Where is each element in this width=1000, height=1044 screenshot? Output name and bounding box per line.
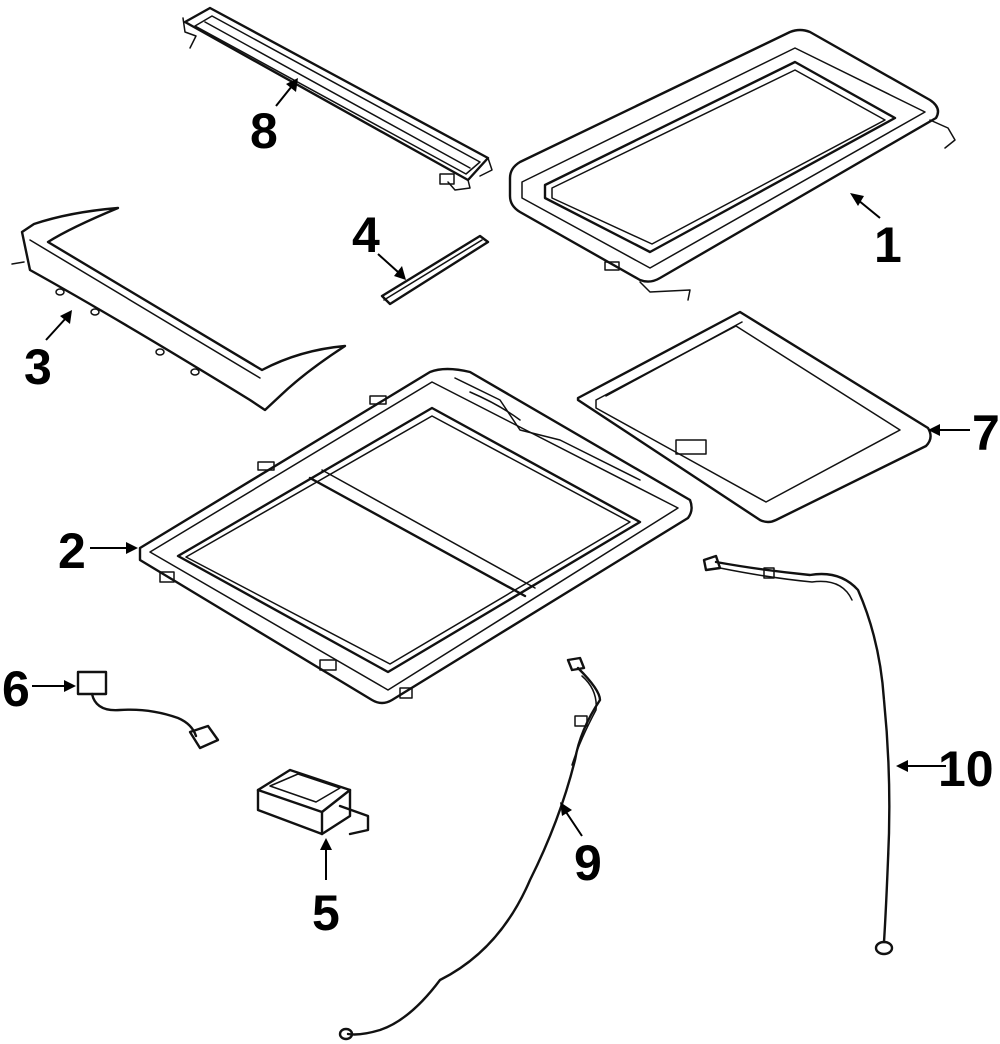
callout-4: 4 [352,207,380,263]
part-7-sunshade [576,310,932,524]
callout-2: 2 [58,523,86,579]
callout-leaders [32,78,970,880]
callout-9: 9 [574,835,602,891]
callout-8: 8 [250,103,278,159]
part-4-seal-strip [380,234,490,306]
callout-6: 6 [2,661,30,717]
callout-labels: 1 2 3 4 5 6 7 8 9 10 [2,103,1000,941]
part-1-glass-panel [508,28,956,301]
part-3-wind-deflector [11,206,347,412]
part-6-harness [76,670,220,750]
part-10-harness [702,554,894,956]
callout-7: 7 [972,405,1000,461]
part-5-module [256,768,370,836]
part-9-harness [338,656,602,1041]
callout-10: 10 [938,741,994,797]
part-8-rail [182,6,493,191]
callout-3: 3 [24,339,52,395]
part-2-frame [138,367,693,705]
callout-1: 1 [874,217,902,273]
callout-5: 5 [312,885,340,941]
